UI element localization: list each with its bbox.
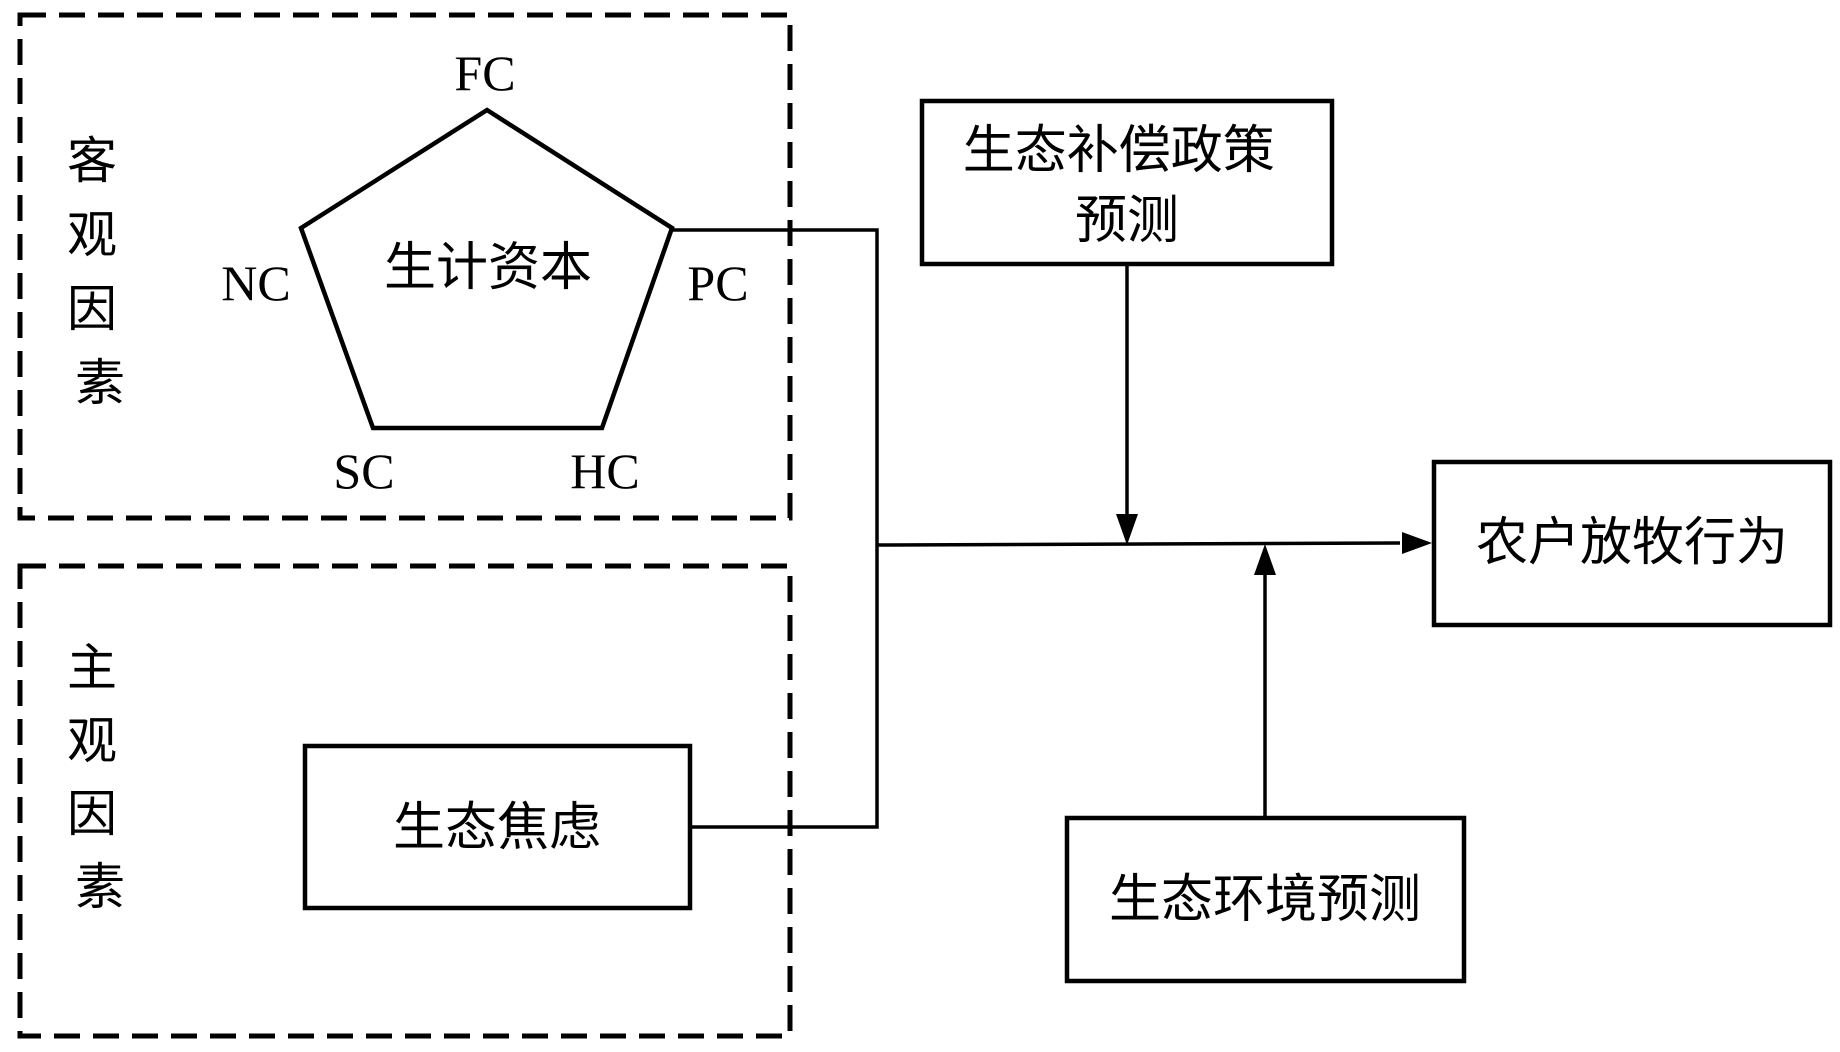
vertex-label-nc: NC bbox=[221, 255, 290, 311]
ecological-anxiety-box bbox=[302, 743, 693, 911]
main-flow-arrowhead bbox=[1402, 532, 1432, 554]
policy-arrowhead bbox=[1116, 514, 1138, 545]
vertex-label-pc: PC bbox=[687, 255, 748, 311]
objective-factors-label: 客 观 因 素 bbox=[67, 132, 133, 412]
anxiety-connector-line bbox=[690, 545, 879, 829]
ecological-anxiety-label: 生态焦虑 bbox=[393, 798, 601, 858]
objective-factors-frame bbox=[17, 12, 793, 521]
herding-behavior-label: 农户放牧行为 bbox=[1476, 513, 1788, 573]
policy-prediction-label: 生态补偿政策 预测 bbox=[963, 121, 1292, 251]
vertex-label-fc: FC bbox=[454, 45, 515, 101]
environment-arrowhead bbox=[1254, 544, 1276, 575]
subjective-factors-frame bbox=[17, 563, 793, 1039]
vertex-label-hc: HC bbox=[570, 443, 639, 499]
vertex-label-sc: SC bbox=[333, 443, 394, 499]
livelihood-capital-label: 生计资本 bbox=[384, 238, 592, 298]
livelihood-capital-pentagon bbox=[298, 107, 675, 431]
main-flow-line bbox=[876, 541, 1401, 547]
environment-prediction-label: 生态环境预测 bbox=[1109, 870, 1421, 930]
pc-connector-line bbox=[672, 228, 879, 545]
subjective-factors-label: 主 观 因 素 bbox=[67, 639, 133, 916]
herding-behavior-box bbox=[1431, 459, 1833, 628]
